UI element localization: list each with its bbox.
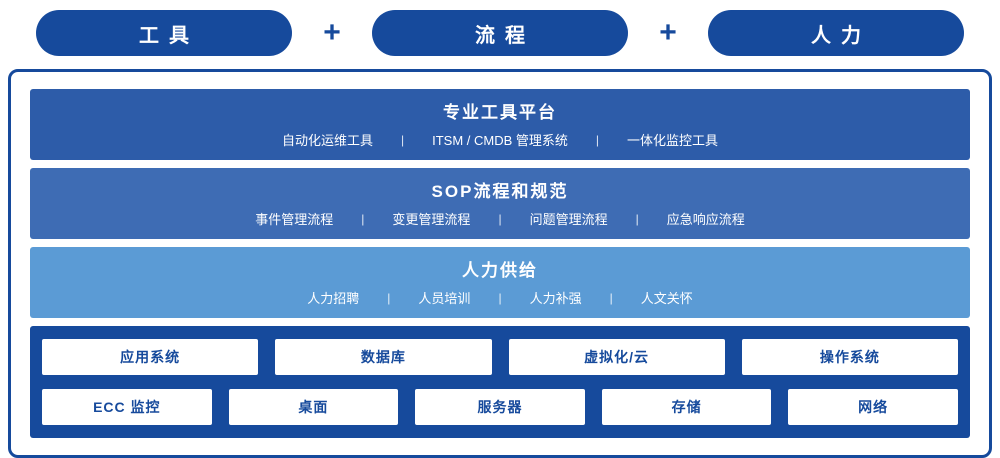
box-operating-system: 操作系统: [741, 339, 958, 375]
layer-item: 变更管理流程: [392, 212, 471, 227]
pill-process: 流程: [372, 10, 628, 56]
layer-sop-process-title: SOP流程和规范: [431, 182, 569, 201]
pill-tools: 工具: [36, 10, 292, 56]
layer-sop-process-items: 事件管理流程 | 变更管理流程 | 问题管理流程 | 应急响应流程: [30, 209, 970, 228]
diagram-canvas: 工具 + 流程 + 人力 专业工具平台 自动化运维工具 | ITSM / CMD…: [8, 10, 992, 458]
layer-item: 人力招聘: [307, 291, 360, 306]
pill-manpower-label: 人力: [811, 24, 871, 47]
main-container: 专业工具平台 自动化运维工具 | ITSM / CMDB 管理系统 | 一体化监…: [8, 69, 992, 458]
layer-item: 应急响应流程: [666, 212, 745, 227]
pill-tools-label: 工具: [139, 24, 199, 47]
layer-manpower-supply: 人力供给 人力招聘 | 人员培训 | 人力补强 | 人文关怀: [30, 247, 970, 318]
layer-item: 人员培训: [418, 291, 471, 306]
foundation-row-1: 应用系统 数据库 虚拟化/云 操作系统: [42, 339, 958, 375]
separator: |: [498, 211, 502, 226]
box-server: 服务器: [415, 389, 585, 425]
box-network: 网络: [788, 389, 958, 425]
layer-item: ITSM / CMDB 管理系统: [432, 133, 568, 148]
box-virtualization-cloud: 虚拟化/云: [508, 339, 725, 375]
header-row: 工具 + 流程 + 人力: [36, 10, 964, 56]
box-storage: 存储: [601, 389, 772, 425]
box-ecc-monitor: ECC 监控: [42, 389, 212, 425]
pill-process-label: 流程: [475, 24, 535, 47]
separator: |: [400, 132, 405, 147]
box-desktop: 桌面: [228, 389, 399, 425]
separator: |: [595, 132, 600, 147]
layer-item: 问题管理流程: [529, 212, 608, 227]
separator: |: [387, 290, 391, 305]
layer-tool-platform-items: 自动化运维工具 | ITSM / CMDB 管理系统 | 一体化监控工具: [30, 130, 970, 149]
separator: |: [609, 290, 613, 305]
layer-tool-platform: 专业工具平台 自动化运维工具 | ITSM / CMDB 管理系统 | 一体化监…: [30, 89, 970, 160]
foundation-row-2: ECC 监控 桌面 服务器 存储 网络: [42, 389, 958, 425]
layer-item: 人文关怀: [640, 291, 693, 306]
separator: |: [498, 290, 502, 305]
pill-manpower: 人力: [708, 10, 964, 56]
layer-item: 自动化运维工具: [281, 133, 373, 148]
layer-manpower-supply-items: 人力招聘 | 人员培训 | 人力补强 | 人文关怀: [30, 288, 970, 307]
layer-item: 人力补强: [529, 291, 582, 306]
layer-sop-process: SOP流程和规范 事件管理流程 | 变更管理流程 | 问题管理流程 | 应急响应…: [30, 168, 970, 239]
separator: |: [361, 211, 365, 226]
box-application-system: 应用系统: [42, 339, 259, 375]
layer-item: 事件管理流程: [255, 212, 334, 227]
layer-tool-platform-title: 专业工具平台: [443, 103, 557, 122]
box-database: 数据库: [275, 339, 492, 375]
foundation-section: 应用系统 数据库 虚拟化/云 操作系统 ECC 监控 桌面 服务器 存储 网络: [30, 326, 970, 438]
layer-item: 一体化监控工具: [627, 133, 719, 148]
separator: |: [635, 211, 639, 226]
plus-icon: +: [659, 16, 677, 49]
plus-icon: +: [323, 16, 341, 49]
layer-manpower-supply-title: 人力供给: [462, 261, 538, 280]
